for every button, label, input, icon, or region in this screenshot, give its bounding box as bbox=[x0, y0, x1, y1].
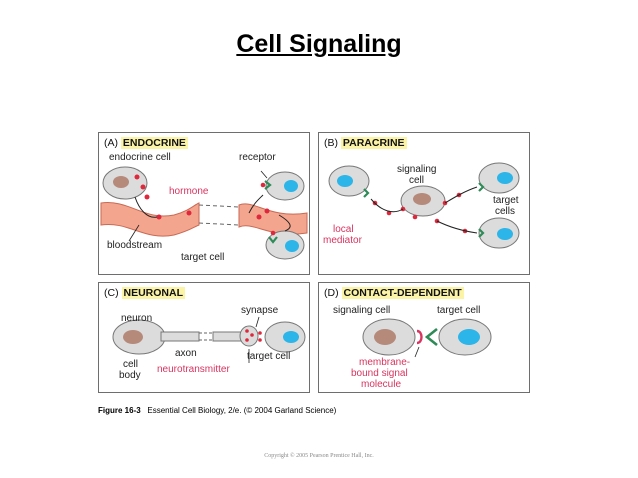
axon bbox=[160, 331, 200, 342]
label-membrane: membrane- bbox=[359, 357, 411, 368]
contact-dependent-diagram bbox=[362, 318, 492, 358]
panel-d-letter: (D) bbox=[324, 287, 339, 299]
caption-figure-number: Figure 16-3 bbox=[98, 406, 141, 415]
hormone-dot bbox=[156, 214, 162, 220]
panel-b-letter: (B) bbox=[324, 137, 338, 149]
membrane-bound-signal-molecule-icon bbox=[416, 329, 423, 345]
label-cell-body: body bbox=[119, 370, 141, 381]
label-target-cell: target cell bbox=[247, 351, 291, 362]
hormone-flow-arrow bbox=[248, 194, 264, 214]
panel-d-title: (D) CONTACT-DEPENDENT bbox=[324, 287, 464, 299]
target-nucleus bbox=[283, 331, 299, 343]
axon-gap-dashes bbox=[199, 332, 213, 341]
label-receptor: receptor bbox=[239, 152, 276, 163]
panel-b-name: PARACRINE bbox=[340, 137, 407, 149]
panel-c-letter: (C) bbox=[104, 287, 119, 299]
panel-c-name: NEURONAL bbox=[121, 287, 185, 299]
target-nucleus bbox=[458, 329, 480, 345]
page-title: Cell Signaling bbox=[236, 30, 402, 58]
panel-endocrine: (A) ENDOCRINE endocrine cell receptor ho… bbox=[98, 132, 310, 275]
neurotransmitter-dot bbox=[245, 329, 249, 333]
synapse-pointer bbox=[255, 316, 260, 328]
hormone-flow-arrow bbox=[134, 196, 158, 218]
hormone-dot bbox=[186, 210, 192, 216]
mediator-flow-arrow bbox=[436, 220, 478, 234]
label-endocrine-cell: endocrine cell bbox=[109, 152, 171, 163]
panel-a-letter: (A) bbox=[104, 137, 118, 149]
label-target-cells: cells bbox=[495, 206, 516, 217]
neurotransmitter-dot bbox=[258, 338, 262, 342]
target-nucleus-bottom bbox=[285, 240, 299, 252]
signaling-nucleus bbox=[374, 329, 396, 345]
neuronal-diagram bbox=[112, 316, 306, 363]
label-target-cell: target cell bbox=[437, 305, 481, 316]
hormone-dot bbox=[140, 184, 146, 190]
axon-terminal bbox=[239, 325, 259, 347]
endocrine-diagram bbox=[100, 166, 308, 260]
label-local: local bbox=[333, 224, 354, 235]
hormone-dot bbox=[256, 214, 262, 220]
neuron-nucleus bbox=[123, 330, 143, 344]
label-synapse: synapse bbox=[241, 305, 279, 316]
hormone-dot bbox=[134, 174, 140, 180]
label-neurotransmitter: neurotransmitter bbox=[157, 364, 230, 375]
target-nucleus bbox=[337, 175, 353, 187]
receptor-icon bbox=[268, 236, 278, 244]
label-signaling-cell: signaling cell bbox=[333, 305, 391, 316]
neurotransmitter-dot bbox=[245, 338, 249, 342]
bloodstream-vessel-right bbox=[238, 203, 308, 235]
panel-b-title: (B) PARACRINE bbox=[324, 137, 407, 149]
label-signaling-cell: cell bbox=[409, 175, 425, 186]
receptor-pointer bbox=[260, 170, 268, 179]
paracrine-diagram bbox=[328, 162, 520, 249]
bloodstream-pointer bbox=[128, 224, 140, 242]
neurotransmitter-dot bbox=[258, 331, 262, 335]
panel-a-title: (A) ENDOCRINE bbox=[104, 137, 188, 149]
receptor-icon bbox=[478, 182, 485, 192]
panel-neuronal: (C) NEURONAL neuron synapse axon target … bbox=[98, 282, 310, 393]
label-bound-signal: bound signal bbox=[351, 368, 408, 379]
endocrine-nucleus bbox=[113, 176, 129, 188]
figure-caption: Figure 16-3 Essential Cell Biology, 2/e.… bbox=[98, 406, 336, 415]
label-cell: cell bbox=[123, 359, 139, 370]
label-signaling: signaling bbox=[397, 164, 437, 175]
neurotransmitter-dot bbox=[250, 333, 254, 337]
signal-molecule-pointer bbox=[414, 346, 420, 358]
panel-a-name: ENDOCRINE bbox=[120, 137, 188, 149]
signaling-nucleus bbox=[413, 193, 431, 205]
target-nucleus bbox=[497, 228, 513, 240]
hormone-flow-arrow bbox=[278, 214, 291, 232]
receptor-icon bbox=[424, 327, 438, 347]
label-mediator: mediator bbox=[323, 235, 362, 246]
bloodstream-gap-dashes bbox=[198, 204, 240, 226]
mediator-dot bbox=[434, 218, 440, 224]
receptor-icon bbox=[478, 228, 485, 238]
copyright-notice: Copyright © 2005 Pearson Prentice Hall, … bbox=[264, 453, 374, 459]
panel-c-title: (C) NEURONAL bbox=[104, 287, 185, 299]
target-nucleus-top bbox=[284, 180, 298, 192]
label-target-cell: target cell bbox=[181, 252, 225, 263]
hormone-dot bbox=[264, 208, 270, 214]
bound-hormone-dot bbox=[270, 230, 276, 236]
mediator-flow-arrow bbox=[444, 186, 478, 204]
bloodstream-vessel bbox=[100, 202, 200, 237]
target-nucleus bbox=[497, 172, 513, 184]
mediator-flow-arrow bbox=[370, 198, 404, 213]
label-hormone: hormone bbox=[169, 186, 209, 197]
panel-contact-dependent: (D) CONTACT-DEPENDENT signaling cell tar… bbox=[318, 282, 530, 393]
mediator-dot bbox=[412, 214, 418, 220]
label-axon: axon bbox=[175, 348, 197, 359]
panel-d-name: CONTACT-DEPENDENT bbox=[341, 287, 464, 299]
panel-paracrine: (B) PARACRINE signaling cell target cell… bbox=[318, 132, 530, 275]
caption-text: Essential Cell Biology, 2/e. (© 2004 Gar… bbox=[147, 406, 337, 415]
label-molecule: molecule bbox=[361, 379, 402, 390]
receptor-icon bbox=[363, 188, 370, 198]
label-neuron: neuron bbox=[121, 313, 153, 324]
label-target: target bbox=[493, 195, 519, 206]
receptor-icon bbox=[264, 180, 272, 190]
label-bloodstream: bloodstream bbox=[107, 240, 163, 251]
bound-hormone-dot bbox=[260, 182, 266, 188]
hormone-dot bbox=[144, 194, 150, 200]
axon bbox=[212, 331, 242, 342]
